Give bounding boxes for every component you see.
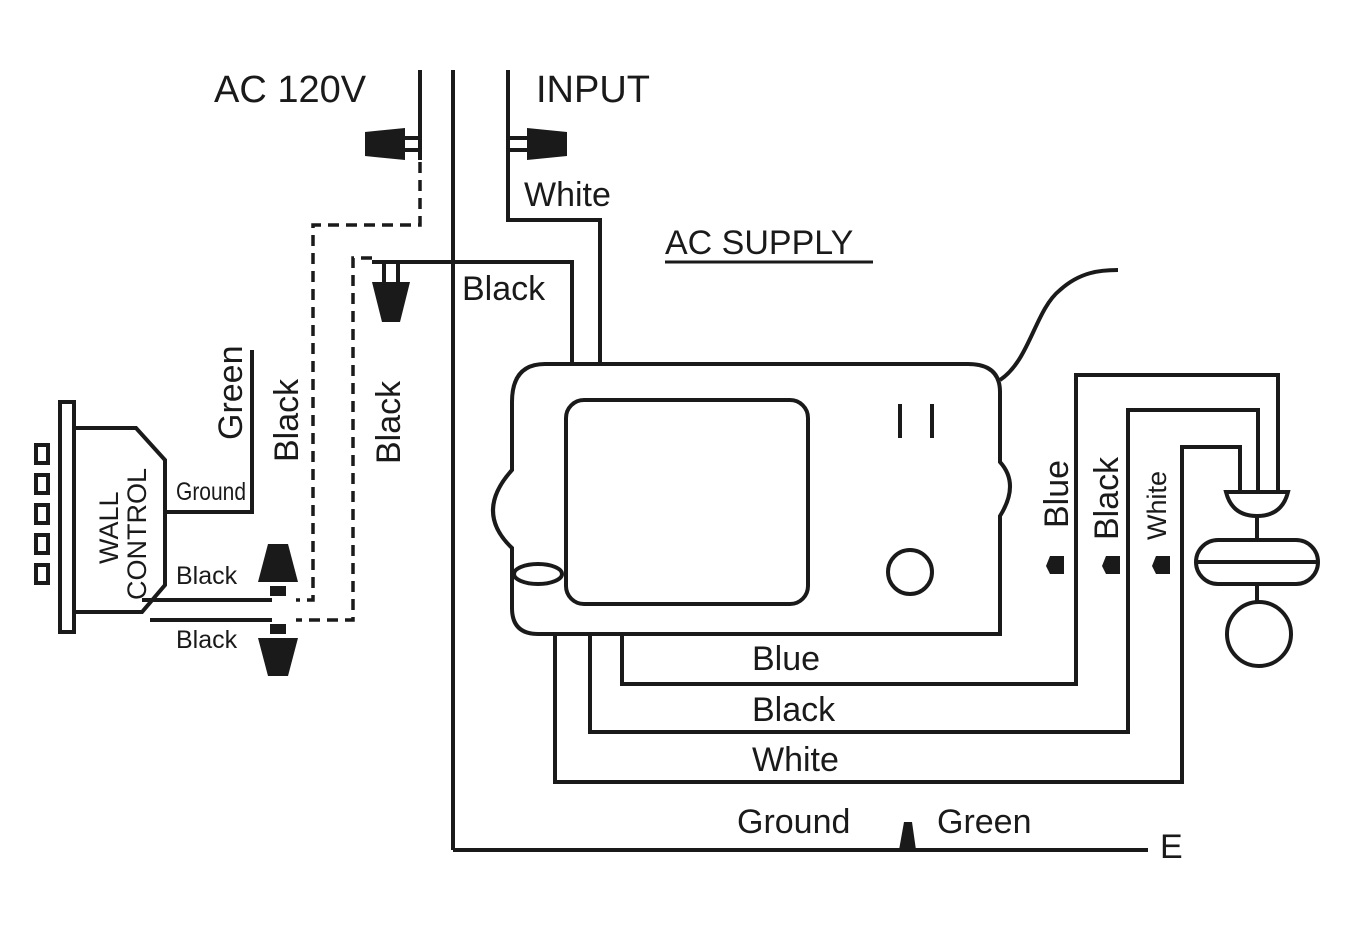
wall-control xyxy=(34,400,167,634)
dashed-wires xyxy=(296,162,422,622)
ground-marker xyxy=(899,822,916,850)
label-black-supply: Black xyxy=(462,270,546,308)
label-control: CONTROL xyxy=(122,468,152,600)
wire-nut-wall-2 xyxy=(258,624,298,676)
wall-control-wires xyxy=(142,350,272,622)
ceiling-fan-icon xyxy=(1194,490,1320,668)
label-ac-120v: AC 120V xyxy=(214,69,367,111)
label-ground-small: Ground xyxy=(176,478,246,506)
fan-lead-nuts xyxy=(1046,556,1170,574)
label-ground-bottom: Ground xyxy=(737,803,850,841)
label-wall: WALL xyxy=(94,491,124,564)
label-blue-bottom: Blue xyxy=(752,640,820,678)
label-ac-supply: AC SUPPLY xyxy=(665,224,853,262)
label-blue-vertical: Blue xyxy=(1038,460,1076,528)
label-black-small-1: Black xyxy=(176,562,238,590)
wire-nut-ac-left xyxy=(365,128,420,160)
label-white-input: White xyxy=(524,176,611,214)
wire-nut-wall-1 xyxy=(258,544,298,596)
label-black-vertical-1: Black xyxy=(268,378,306,462)
receiver-unit xyxy=(491,268,1119,636)
ac-supply-wires xyxy=(372,70,1148,852)
label-green-bottom: Green xyxy=(937,803,1032,841)
label-green-vertical: Green xyxy=(212,346,250,441)
label-black-small-2: Black xyxy=(176,626,238,654)
label-earth: E xyxy=(1160,828,1183,866)
label-black-bottom: Black xyxy=(752,691,836,729)
wire-nut-black-supply xyxy=(372,262,410,322)
label-black-vertical-3: Black xyxy=(1088,456,1126,540)
output-wires xyxy=(553,373,1280,784)
label-input: INPUT xyxy=(536,69,650,111)
wire-nut-input xyxy=(508,128,567,160)
label-white-vertical: White xyxy=(1142,471,1172,540)
label-white-bottom: White xyxy=(752,741,839,779)
label-black-vertical-2: Black xyxy=(370,380,408,464)
